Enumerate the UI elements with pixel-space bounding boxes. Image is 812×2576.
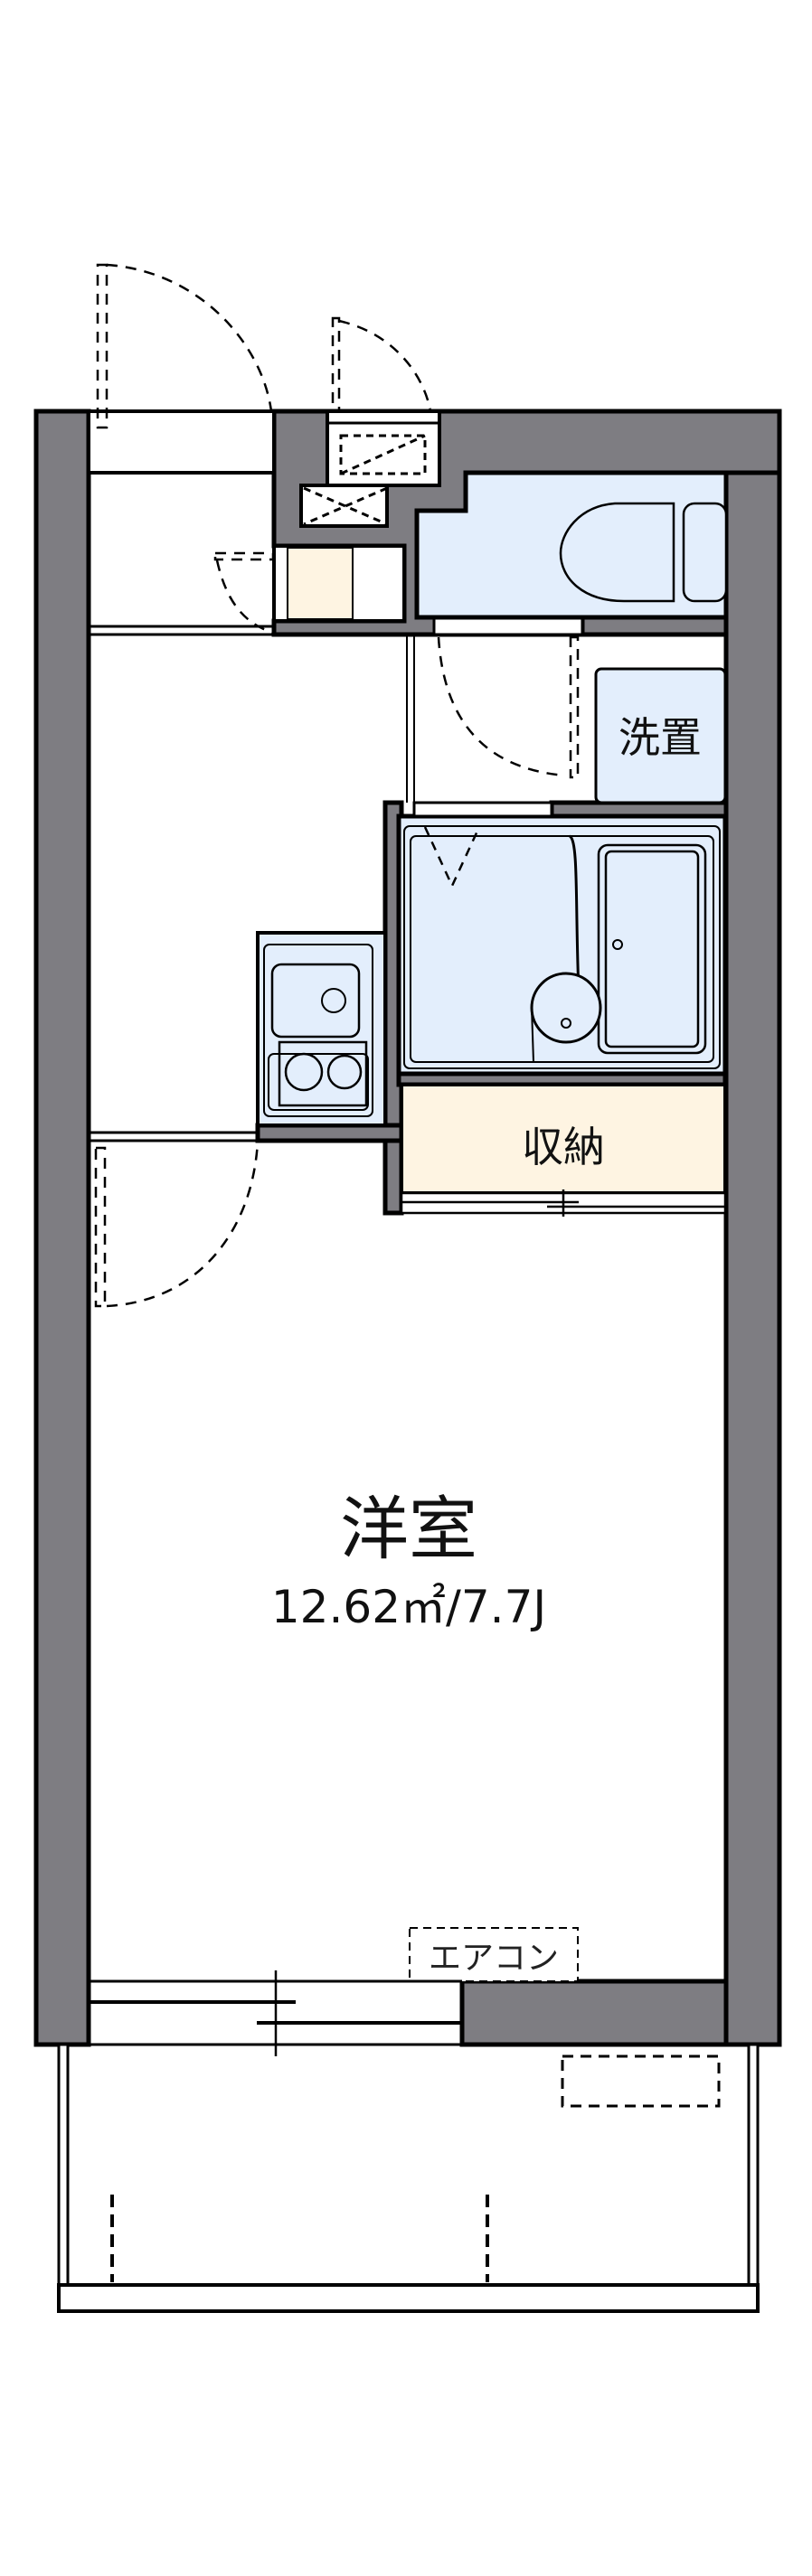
sink-icon [270,963,361,1039]
toilet-icon [559,502,675,603]
balcony [57,2043,760,2313]
aircon: エアコン [409,1927,579,1982]
shoe-cabinet [272,544,406,623]
storage-label: 収納 [522,1123,605,1171]
toilet-room [414,470,729,620]
storage-closet: 収納 [400,1083,727,1217]
washer-space: 洗置 [594,667,727,804]
aircon-label: エアコン [429,1940,559,1977]
main-room-area: 12.62㎡/7.7J [271,1581,546,1633]
washbasin-icon [530,972,602,1044]
entrance-door[interactable] [96,263,432,429]
washer-label: 洗置 [618,713,702,762]
kitchen-counter [256,931,387,1127]
balcony-window[interactable] [89,1970,462,2056]
main-room-name: 洋室 [340,1489,477,1569]
bathroom [396,813,728,1076]
stove-icon [278,1040,368,1107]
